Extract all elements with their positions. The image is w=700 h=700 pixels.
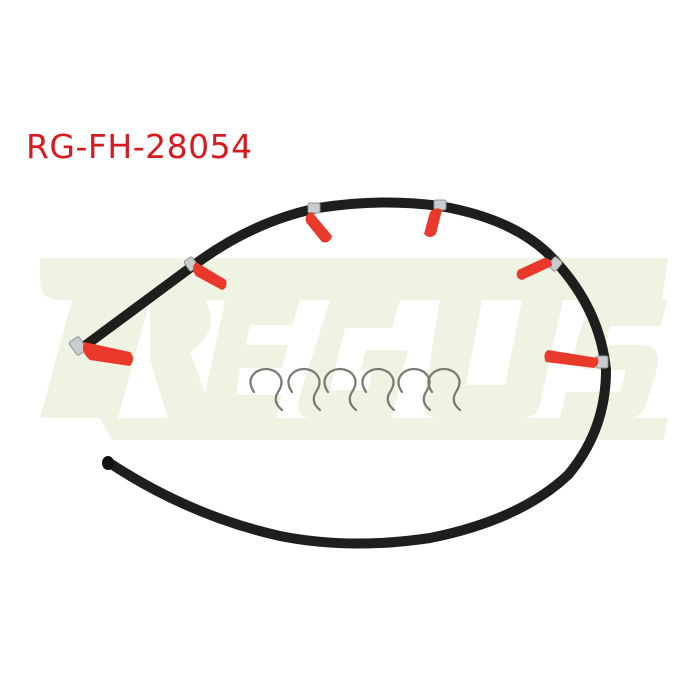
hose [81,197,612,549]
part-number-label: RG-FH-28054 [26,127,253,166]
